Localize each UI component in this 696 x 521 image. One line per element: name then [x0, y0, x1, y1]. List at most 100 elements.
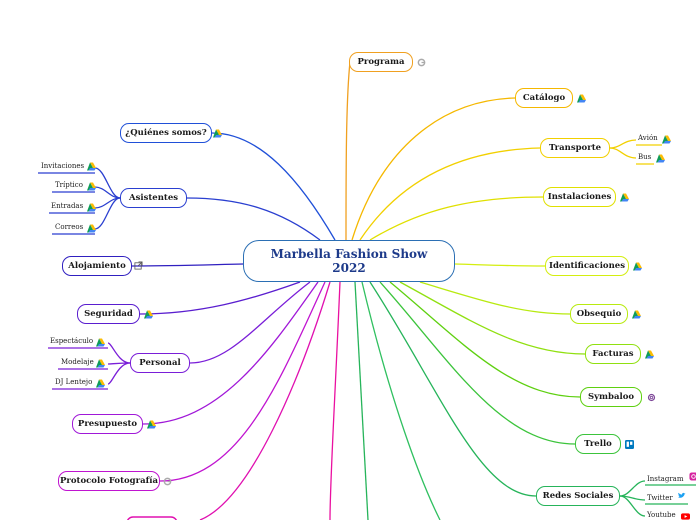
node-trello-label: Trello: [584, 439, 612, 449]
link-instalaciones: [369, 196, 544, 241]
leaf-entradas[interactable]: Entradas: [51, 202, 84, 210]
google-drive-icon[interactable]: [620, 193, 629, 202]
node-personal[interactable]: Personal: [130, 353, 190, 373]
google-drive-icon[interactable]: [147, 420, 156, 429]
leaf-avion[interactable]: Avión: [638, 134, 658, 142]
link-instagram: [619, 480, 646, 497]
trello-icon[interactable]: [625, 440, 634, 449]
node-bottom-partial[interactable]: [126, 516, 178, 520]
node-alojamiento-label: Alojamiento: [68, 261, 126, 271]
node-obsequio[interactable]: Obsequio: [570, 304, 628, 324]
link-obsequio: [419, 281, 571, 315]
link-invitaciones: [94, 167, 121, 199]
node-transporte-label: Transporte: [548, 143, 602, 153]
link-alojamiento: [131, 263, 244, 267]
link-quienes: [211, 132, 336, 241]
node-quienes-label: ¿Quiénes somos?: [125, 128, 207, 138]
leaf-correos[interactable]: Correos: [55, 223, 84, 231]
root-title-line1: Marbella Fashion Show: [270, 247, 428, 261]
node-seguridad-label: Seguridad: [84, 309, 133, 319]
node-programa[interactable]: Programa: [349, 52, 413, 72]
node-identificaciones[interactable]: Identificaciones: [545, 256, 629, 276]
link-dj: [107, 362, 131, 385]
node-protocolo-fotografia[interactable]: Protocolo Fotografía: [58, 471, 160, 491]
link-programa: [345, 61, 351, 241]
node-facturas-label: Facturas: [592, 349, 634, 359]
node-seguridad[interactable]: Seguridad: [77, 304, 140, 324]
node-programa-label: Programa: [357, 57, 405, 67]
google-drive-icon[interactable]: [96, 338, 105, 347]
node-catalogo-label: Catálogo: [522, 93, 566, 103]
google-drive-icon[interactable]: [96, 359, 105, 368]
link-trello: [379, 281, 576, 445]
google-drive-icon[interactable]: [632, 310, 641, 319]
link-symbaloo: [389, 281, 581, 398]
node-alojamiento[interactable]: Alojamiento: [62, 256, 132, 276]
youtube-icon[interactable]: [681, 512, 690, 521]
google-drive-icon[interactable]: [213, 129, 222, 138]
node-asistentes-label: Asistentes: [128, 193, 179, 203]
node-obsequio-label: Obsequio: [576, 309, 622, 319]
google-drive-icon[interactable]: [656, 154, 665, 163]
link-youtube: [619, 495, 646, 517]
google-drive-icon[interactable]: [577, 94, 586, 103]
node-catalogo[interactable]: Catálogo: [515, 88, 573, 108]
leaf-bus[interactable]: Bus: [638, 153, 652, 161]
google-icon[interactable]: [163, 477, 172, 486]
link-bottom-2: [329, 281, 341, 520]
google-drive-icon[interactable]: [96, 379, 105, 388]
node-instalaciones[interactable]: Instalaciones: [543, 187, 616, 207]
leaf-twitter[interactable]: Twitter: [647, 494, 673, 502]
link-catalogo: [351, 97, 516, 241]
google-drive-icon[interactable]: [633, 262, 642, 271]
leaf-dj-lentejo[interactable]: DJ Lentejo: [55, 378, 93, 386]
google-drive-icon[interactable]: [87, 203, 96, 212]
leaf-instagram[interactable]: Instagram: [647, 475, 684, 483]
google-drive-icon[interactable]: [87, 224, 96, 233]
link-personal: [189, 281, 311, 364]
link-asistentes: [186, 197, 321, 241]
link-facturas: [399, 281, 586, 355]
link-bus: [609, 147, 637, 159]
link-transporte: [359, 147, 541, 241]
node-asistentes[interactable]: Asistentes: [120, 188, 187, 208]
google-icon[interactable]: [417, 58, 426, 67]
leaf-modelaje[interactable]: Modelaje: [61, 358, 94, 366]
leaf-invitaciones[interactable]: Invitaciones: [41, 162, 85, 170]
external-link-icon[interactable]: [134, 261, 143, 270]
twitter-icon[interactable]: [677, 491, 686, 500]
instagram-icon[interactable]: [689, 472, 696, 481]
node-redes-label: Redes Sociales: [542, 491, 614, 501]
google-drive-icon[interactable]: [87, 162, 96, 171]
root-node[interactable]: Marbella Fashion Show 2022: [243, 240, 455, 282]
leaf-youtube[interactable]: Youtube: [647, 511, 676, 519]
node-quienes-somos[interactable]: ¿Quiénes somos?: [120, 123, 212, 143]
node-presupuesto-label: Presupuesto: [77, 419, 138, 429]
leaf-espectaculo[interactable]: Espectáculo: [50, 337, 94, 345]
google-drive-icon[interactable]: [645, 350, 654, 359]
node-redes-sociales[interactable]: Redes Sociales: [536, 486, 620, 506]
link-protocolo: [159, 281, 326, 482]
google-drive-icon[interactable]: [662, 135, 671, 144]
link-bottom-3: [354, 281, 369, 520]
link-identificaciones: [454, 263, 546, 267]
link-presupuesto: [142, 281, 319, 425]
link-correos: [94, 197, 121, 230]
node-symbaloo[interactable]: Symbaloo: [580, 387, 642, 407]
link-avion: [609, 139, 637, 149]
root-title-line2: 2022: [332, 261, 366, 275]
node-presupuesto[interactable]: Presupuesto: [72, 414, 143, 434]
link-bottom-1: [199, 281, 331, 520]
node-personal-label: Personal: [139, 358, 181, 368]
node-transporte[interactable]: Transporte: [540, 138, 610, 158]
tor-icon[interactable]: [647, 393, 656, 402]
google-drive-icon[interactable]: [144, 310, 153, 319]
node-facturas[interactable]: Facturas: [585, 344, 641, 364]
leaf-triptico[interactable]: Tríptico: [55, 181, 83, 189]
google-drive-icon[interactable]: [87, 182, 96, 191]
link-redes: [369, 281, 537, 497]
link-bottom-4: [361, 281, 441, 520]
node-trello[interactable]: Trello: [575, 434, 621, 454]
node-instalaciones-label: Instalaciones: [547, 192, 612, 202]
